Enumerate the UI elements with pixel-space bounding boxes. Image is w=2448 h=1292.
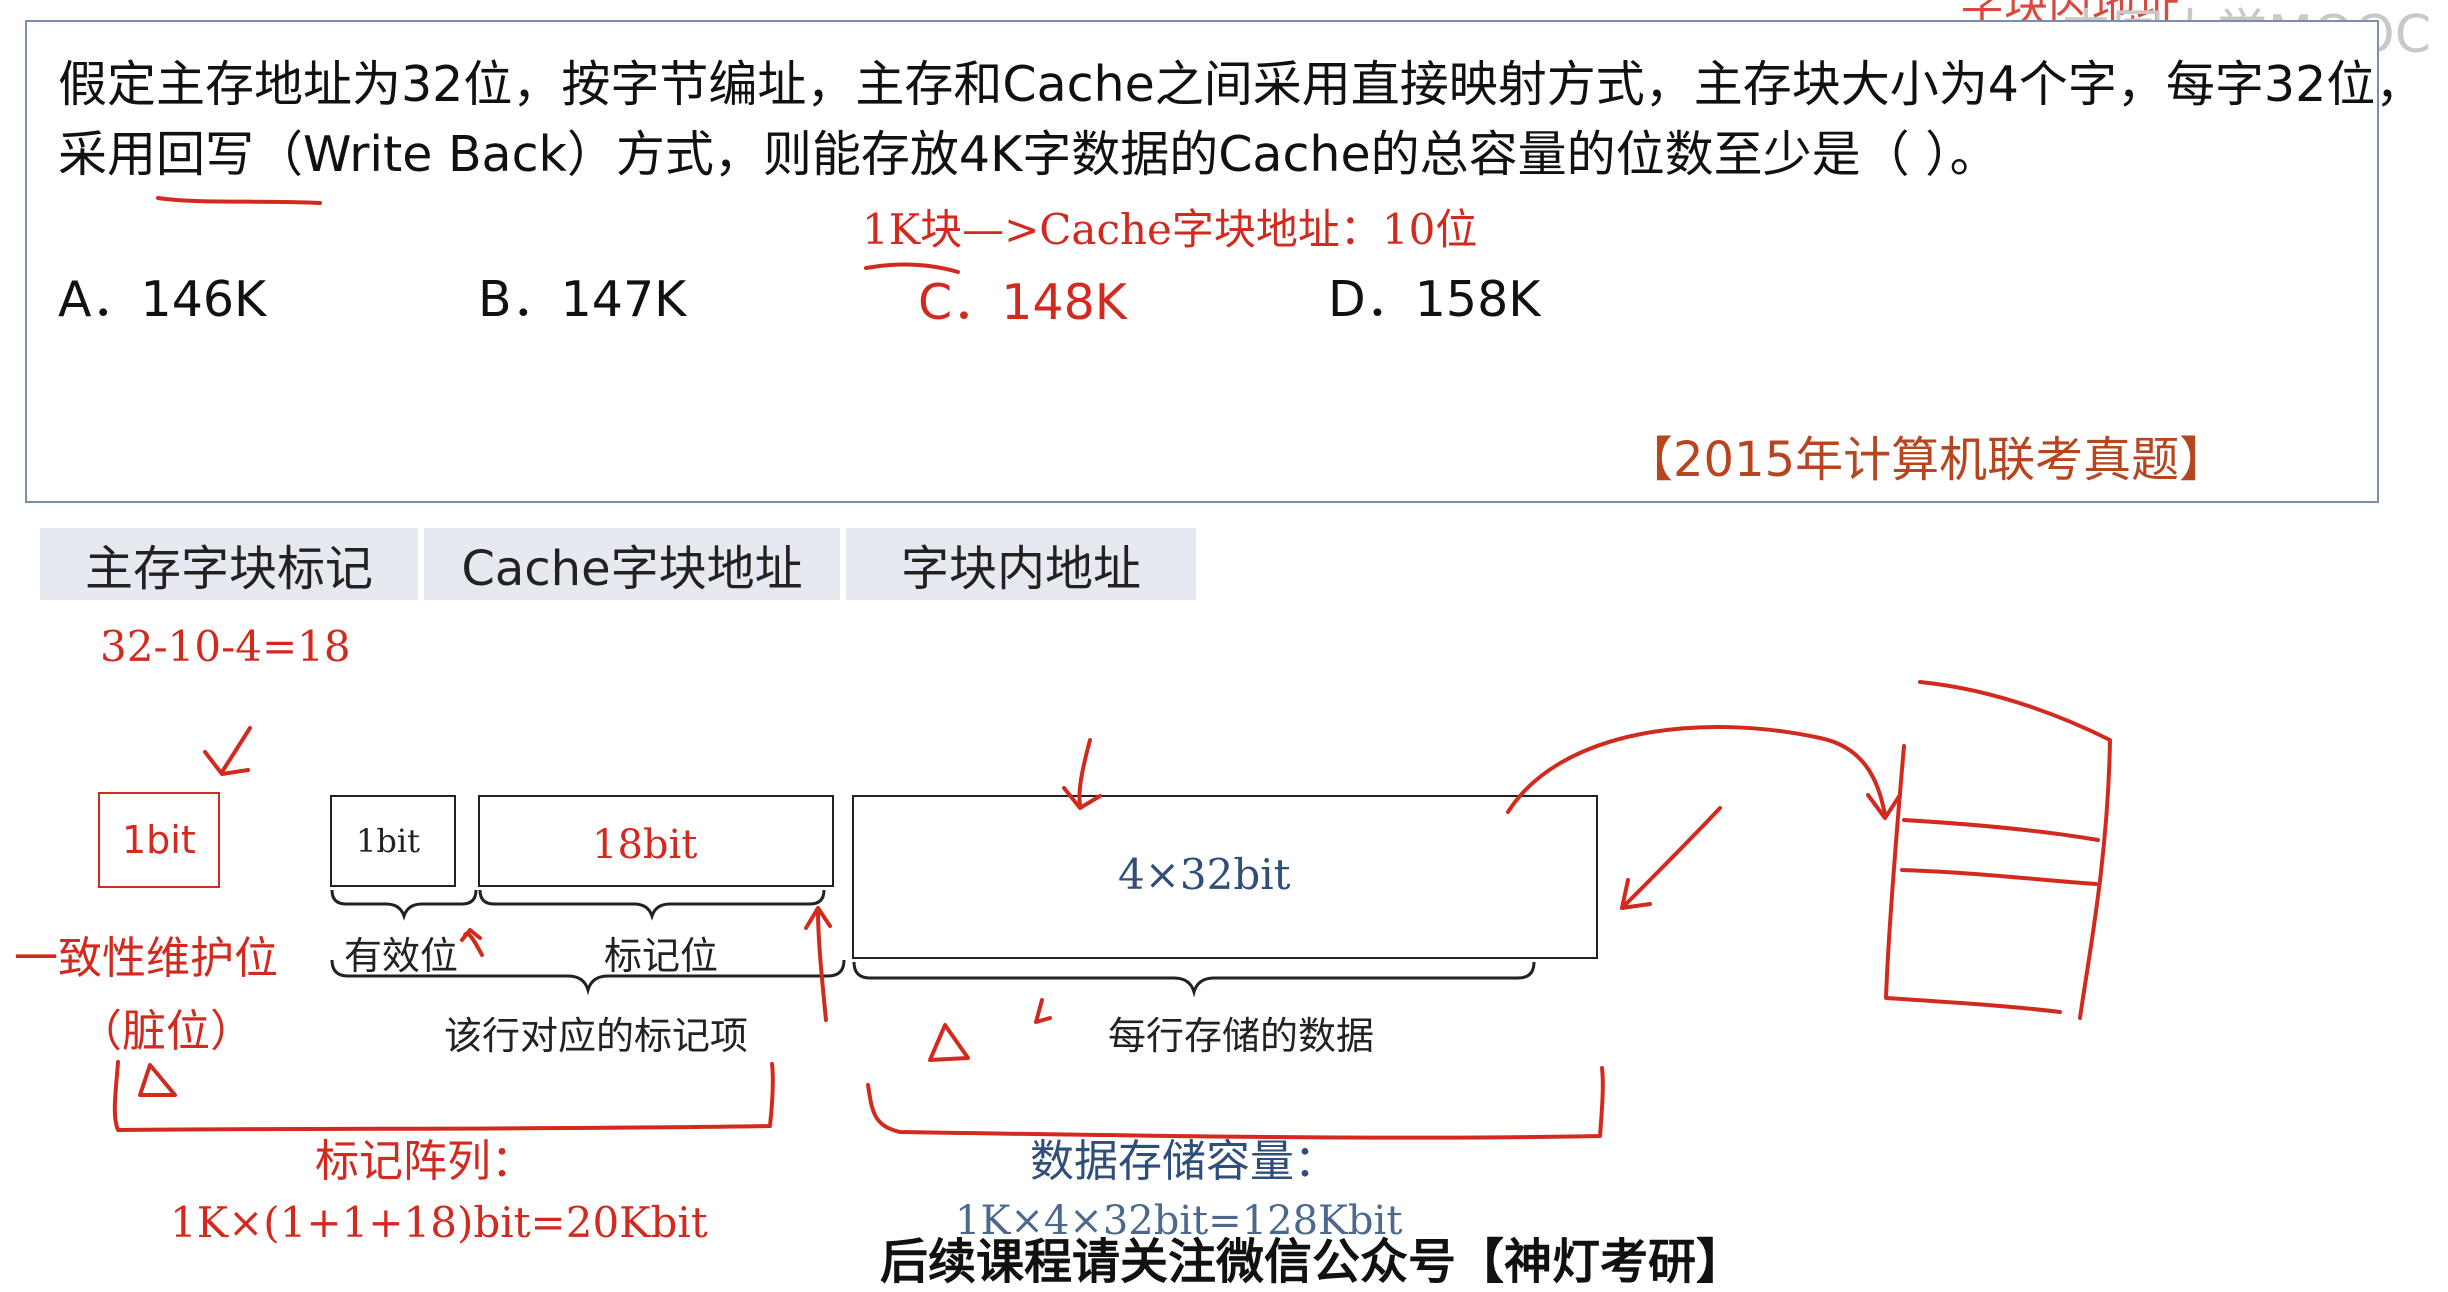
- underline-write-back: [156, 196, 322, 205]
- tag-array-calc: 1K×(1+1+18)bit=20Kbit: [170, 1198, 708, 1247]
- data-box: [852, 795, 1598, 959]
- field-cache-block-address: Cache字块地址: [424, 528, 840, 600]
- diagram-ink-layer: [112, 196, 2112, 1140]
- big-arc-to-memory: [1506, 725, 1902, 820]
- data-row-label: 每行存储的数据: [1108, 1014, 1375, 1058]
- brace-tag-entry: [330, 959, 846, 996]
- memory-line-1: [1902, 818, 2100, 842]
- tick-mark: [1034, 998, 1052, 1024]
- field-block-offset: 字块内地址: [846, 528, 1196, 600]
- handwritten-annotation: 1K块—>Cache字块地址：10位: [862, 205, 1478, 254]
- valid-bit-label: 有效位: [344, 934, 459, 978]
- valid-bit-size: 1bit: [356, 822, 420, 860]
- field-tag: 主存字块标记: [40, 528, 418, 600]
- question-line-1: 假定主存地址为32位，按字节编址，主存和Cache之间采用直接映射方式，主存块大…: [58, 56, 2425, 113]
- tag-bit-label: 标记位: [604, 934, 719, 978]
- tag-array-label: 标记阵列：: [315, 1136, 535, 1187]
- arrow-data-right: [1620, 806, 1722, 910]
- underline-option-c: [864, 262, 960, 274]
- dirty-bit-label-2: （脏位）: [78, 1006, 254, 1057]
- tag-bits-size: 18bit: [592, 822, 698, 868]
- dirty-bit-box: [98, 792, 220, 888]
- option-b[interactable]: B．147K: [478, 271, 687, 328]
- brace-data: [852, 961, 1536, 998]
- brace-valid: [330, 889, 478, 921]
- data-bits-size: 4×32bit: [1118, 850, 1291, 899]
- option-c[interactable]: C．148K: [918, 274, 1127, 331]
- option-a[interactable]: A．146K: [58, 271, 267, 328]
- data-capacity-calc: 1K×4×32bit=128Kbit: [955, 1198, 1403, 1244]
- dirty-bit-label-1: 一致性维护位: [14, 933, 278, 984]
- bracket-tag-array: [112, 1060, 775, 1132]
- data-capacity-label: 数据存储容量：: [1030, 1136, 1338, 1187]
- tag-bits-box: [478, 795, 834, 887]
- arrow-valid-label: [460, 928, 484, 957]
- tag-entry-label: 该行对应的标记项: [444, 1014, 749, 1058]
- question-line-2: 采用回写（Write Back）方式，则能存放4K字数据的Cache的总容量的位…: [58, 126, 1999, 183]
- delta-mark-1: [138, 1063, 177, 1097]
- bracket-data: [866, 1066, 1605, 1140]
- dirty-bit-size: 1bit: [122, 818, 196, 862]
- option-d[interactable]: D．158K: [1328, 271, 1541, 328]
- arrow-data-top: [1062, 738, 1102, 810]
- arrow-tag-calc: [203, 726, 252, 776]
- brace-tag: [478, 889, 826, 921]
- memory-block-outline: [1884, 680, 2112, 1020]
- memory-line-2: [1900, 868, 2098, 886]
- tag-calc: 32-10-4=18: [100, 622, 351, 671]
- delta-mark-2: [928, 1023, 970, 1062]
- valid-bit-box: [330, 795, 456, 887]
- source-citation: 【2015年计算机联考真题】: [1625, 432, 2228, 488]
- question-box: [25, 20, 2379, 503]
- arrow-tag-entry-up: [804, 906, 832, 1022]
